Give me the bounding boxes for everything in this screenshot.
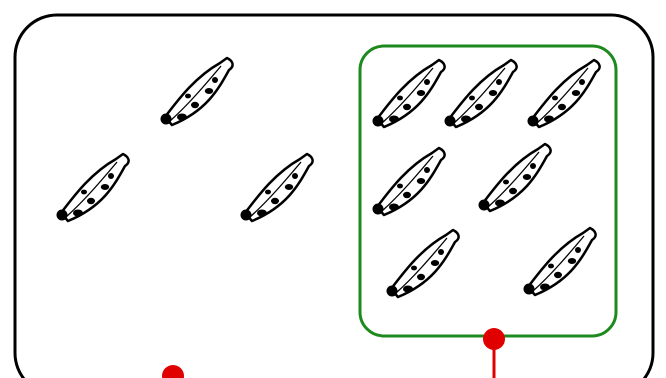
outer-region-pointer [162, 365, 184, 378]
banana-icon [477, 142, 552, 213]
banana-icon [55, 152, 130, 223]
banana-icon [239, 152, 314, 223]
banana-icon [371, 146, 446, 217]
group-region-pointer [483, 328, 505, 378]
outer-region-boundary [13, 13, 655, 378]
banana-icon [385, 228, 460, 299]
banana-icon [371, 58, 446, 129]
banana-icon [443, 58, 518, 129]
banana-icon [522, 226, 597, 297]
outer-banana-group [55, 56, 314, 223]
grouped-banana-group [371, 58, 601, 299]
banana-icon [526, 58, 601, 129]
banana-icon [159, 56, 234, 127]
